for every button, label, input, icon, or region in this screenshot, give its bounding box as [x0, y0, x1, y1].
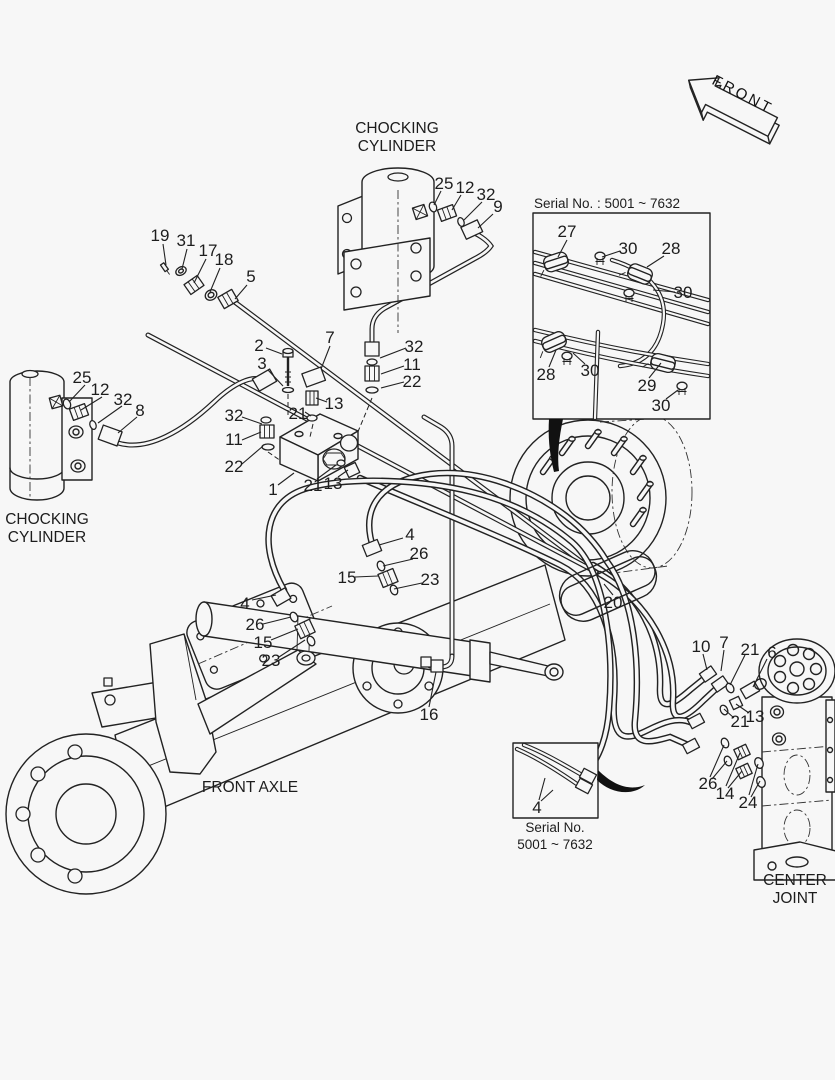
callout-7: 7 [719, 633, 729, 652]
callout-9: 9 [493, 197, 503, 216]
callout-18: 18 [214, 250, 234, 269]
callout-21: 21 [288, 404, 308, 423]
callout-13: 13 [324, 394, 344, 413]
callout-26: 26 [245, 615, 265, 634]
callout-31: 31 [176, 231, 196, 250]
callout-22: 22 [402, 372, 422, 391]
callout-30: 30 [618, 239, 638, 258]
chocking-line1: CHOCKING [5, 511, 89, 528]
chocking-cylinder-left-label: CHOCKING CYLINDER [5, 511, 89, 547]
serial-note-bottom: Serial No. 5001 ~ 7632 [517, 819, 592, 853]
callout-32: 32 [113, 390, 133, 409]
center-joint-line2: JOINT [772, 890, 818, 907]
callout-13: 13 [323, 474, 343, 493]
callout-21: 21 [740, 640, 760, 659]
callout-17: 17 [198, 241, 218, 260]
callout-30: 30 [580, 361, 600, 380]
leader-lines [68, 190, 768, 802]
callout-24: 24 [738, 793, 758, 812]
callout-32: 32 [476, 185, 496, 204]
callout-26: 26 [409, 544, 429, 563]
callout-4: 4 [240, 594, 250, 613]
clamp-28a [618, 263, 653, 285]
callout-19: 19 [150, 226, 170, 245]
callout-6: 6 [767, 643, 777, 662]
center-joint-drawing [753, 638, 835, 881]
callout-27: 27 [557, 222, 577, 241]
callout-30: 30 [651, 396, 671, 415]
clamp-28b [539, 331, 567, 359]
chocking-cylinder-left-drawing [9, 369, 123, 501]
center-joint-fittings [681, 665, 767, 788]
chocking-line2: CYLINDER [7, 529, 87, 546]
callout-20: 20 [603, 593, 623, 612]
callout-10: 10 [691, 637, 711, 656]
callout-23: 23 [420, 570, 440, 589]
callout-12: 12 [455, 178, 475, 197]
callout-8: 8 [135, 401, 145, 420]
bolt-30d [676, 381, 688, 395]
callout-30: 30 [673, 283, 693, 302]
callout-15: 15 [253, 633, 273, 652]
bolt-30b [623, 288, 635, 302]
callout-25: 25 [72, 368, 92, 387]
hydraulic-lines [115, 227, 722, 784]
pipe-fittings-upper-left [159, 262, 239, 310]
chocking-line2: CYLINDER [357, 138, 437, 155]
callout-5: 5 [246, 267, 256, 286]
pointer-arrow-top [548, 419, 563, 472]
callout-25: 25 [434, 174, 454, 193]
hub-studs [539, 428, 654, 528]
callout-1: 1 [268, 480, 278, 499]
chocking-cylinder-top-label: CHOCKING CYLINDER [355, 120, 439, 156]
callout-22: 22 [224, 457, 244, 476]
callout-16: 16 [419, 705, 439, 724]
clamp-27 [540, 251, 569, 277]
callout-29: 29 [637, 376, 657, 395]
callout-14: 14 [715, 784, 735, 803]
callout-3: 3 [257, 354, 267, 373]
center-joint-label: CENTER JOINT [763, 872, 827, 908]
callout-21: 21 [303, 476, 323, 495]
callout-15: 15 [337, 568, 357, 587]
chocking-line1: CHOCKING [355, 120, 439, 137]
hose-clamp-20 [558, 550, 658, 622]
center-joint-line1: CENTER [763, 872, 827, 889]
callout-7: 7 [325, 328, 335, 347]
front-arrow [688, 77, 780, 145]
callout-11: 11 [225, 430, 243, 449]
callout-32: 32 [404, 337, 424, 356]
serial-bottom-line1: Serial No. [525, 820, 585, 835]
front-axle-label: FRONT AXLE [201, 779, 299, 796]
callout-12: 12 [90, 380, 110, 399]
callout-4: 4 [405, 525, 415, 544]
callout-11: 11 [403, 355, 421, 374]
bolt-30c [561, 351, 573, 365]
valve-block-drawing [251, 341, 380, 482]
callout-26: 26 [698, 774, 718, 793]
front-axle-drawing [5, 564, 566, 895]
callout-28: 28 [661, 239, 681, 258]
callout-13: 13 [745, 707, 765, 726]
callout-2: 2 [254, 336, 264, 355]
callout-32: 32 [224, 406, 244, 425]
callout-4: 4 [532, 798, 542, 817]
pointer-arrow-bottom [597, 770, 645, 793]
serial-bottom-line2: 5001 ~ 7632 [517, 837, 593, 852]
callout-28: 28 [536, 365, 556, 384]
serial-detail-box-bottom [512, 742, 645, 819]
callout-21: 21 [730, 712, 750, 731]
callout-23: 23 [261, 651, 281, 670]
serial-note-top: Serial No. : 5001 ~ 7632 [534, 196, 680, 211]
